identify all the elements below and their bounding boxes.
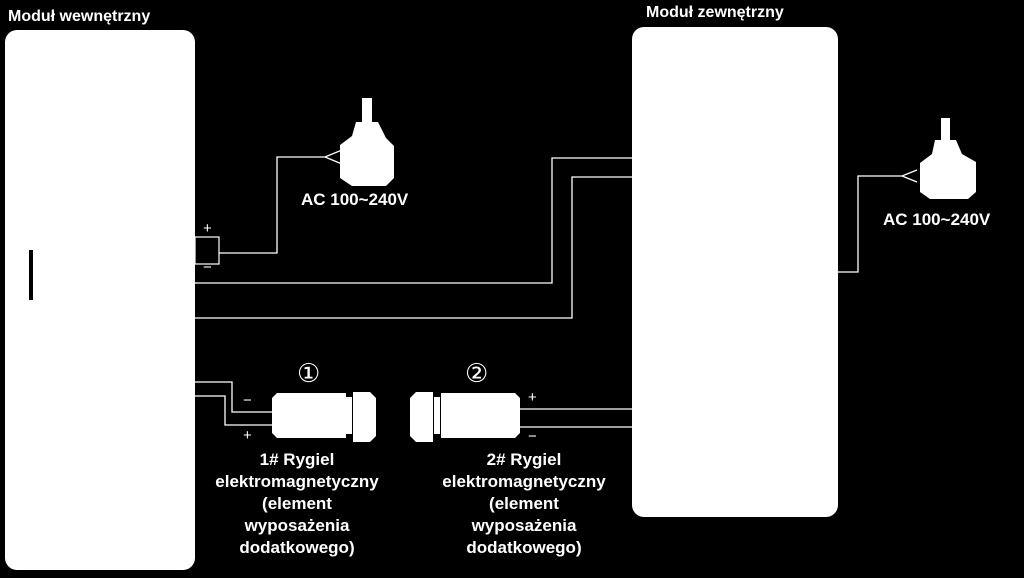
outdoor-module-box bbox=[632, 27, 838, 517]
indoor-power-plus: + bbox=[203, 220, 212, 237]
comm-wire-b bbox=[195, 176, 632, 319]
lock1-plus: + bbox=[243, 427, 252, 444]
indoor-power-terminal bbox=[194, 236, 220, 265]
lock2-number: ② bbox=[465, 359, 489, 389]
lock1-number: ① bbox=[297, 359, 321, 389]
comm-wire-a bbox=[195, 157, 632, 284]
lock1-label-line: (element bbox=[262, 494, 332, 513]
lock2-label: 2# Rygiel elektromagnetyczny (element wy… bbox=[404, 449, 644, 559]
lock1-label-line: 1# Rygiel bbox=[259, 450, 335, 469]
lock1-body-icon bbox=[272, 392, 376, 442]
indoor-module-title: Moduł wewnętrzny bbox=[8, 8, 151, 25]
indoor-power-adapter-icon bbox=[340, 98, 394, 186]
indoor-power-wire bbox=[219, 149, 343, 254]
indoor-module-notch bbox=[29, 250, 33, 300]
lock1-wire-plus bbox=[195, 395, 272, 426]
lock2-label-line: 2# Rygiel bbox=[486, 450, 562, 469]
lock2-minus: − bbox=[528, 428, 537, 445]
outdoor-power-wire bbox=[838, 169, 918, 273]
lock1-label-line: dodatkowego) bbox=[239, 538, 355, 557]
lock1-minus: − bbox=[243, 392, 252, 409]
lock1-label-line: wyposażenia bbox=[244, 516, 350, 535]
lock1-wire-minus bbox=[195, 381, 272, 413]
indoor-power-minus: − bbox=[203, 259, 212, 276]
outdoor-power-label: AC 100~240V bbox=[883, 210, 991, 229]
lock2-label-line: dodatkowego) bbox=[466, 538, 582, 557]
lock2-label-line: wyposażenia bbox=[471, 516, 577, 535]
indoor-module-box bbox=[5, 30, 195, 570]
lock1-label: 1# Rygiel elektromagnetyczny (element wy… bbox=[177, 449, 417, 559]
outdoor-power-adapter-icon bbox=[920, 118, 976, 199]
lock2-plus: + bbox=[528, 389, 537, 406]
lock1-label-line: elektromagnetyczny bbox=[215, 472, 379, 491]
outdoor-module-title: Moduł zewnętrzny bbox=[646, 4, 784, 21]
indoor-power-label: AC 100~240V bbox=[301, 190, 409, 209]
lock2-label-line: elektromagnetyczny bbox=[442, 472, 606, 491]
lock2-label-line: (element bbox=[489, 494, 559, 513]
lock2-body-icon bbox=[410, 392, 520, 442]
